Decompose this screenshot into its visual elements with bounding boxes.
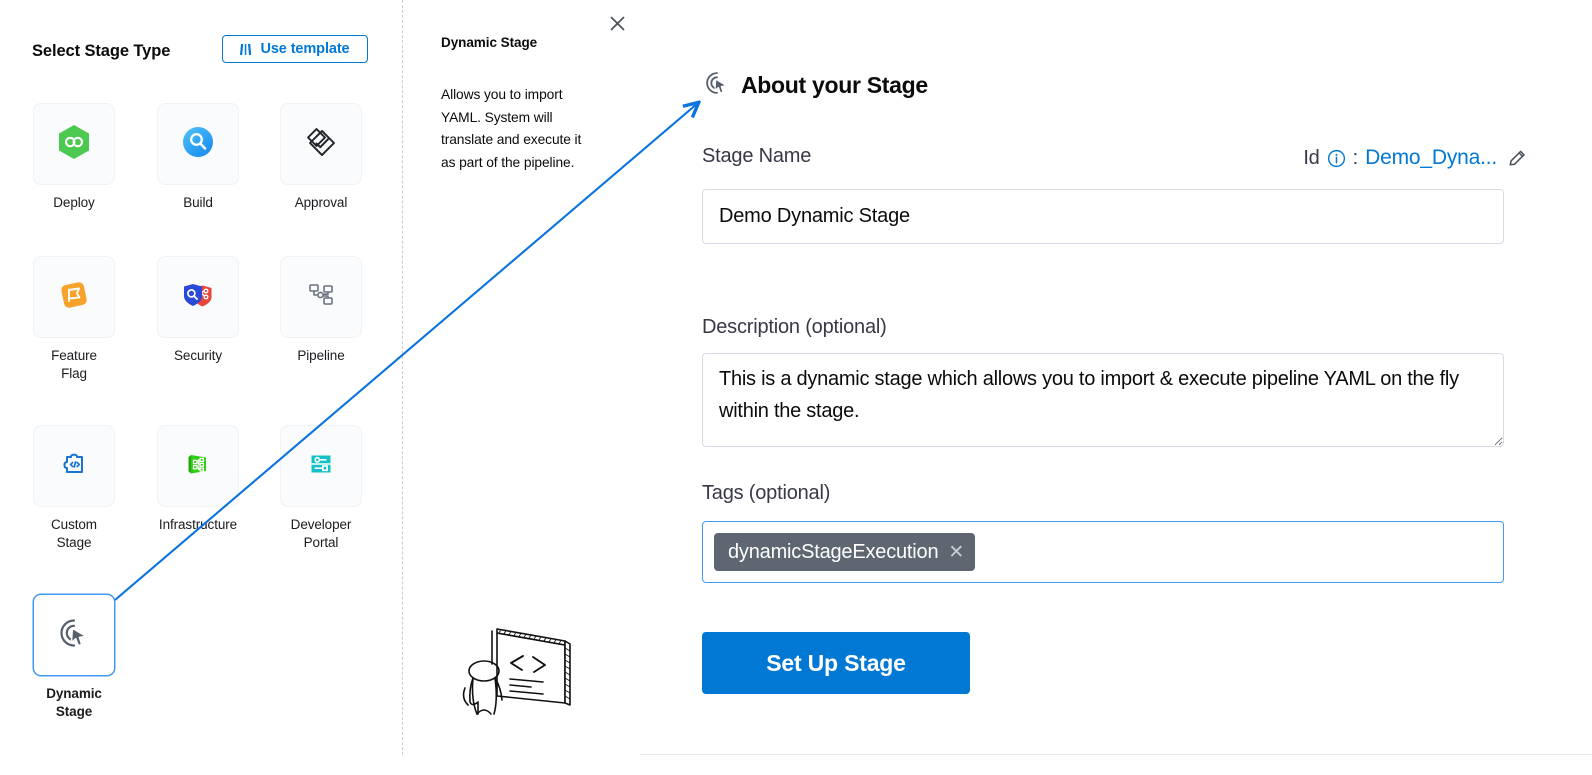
tags-label: Tags (optional) — [702, 482, 831, 504]
stage-card-build[interactable] — [157, 103, 239, 185]
stage-tile-deploy[interactable]: Deploy — [33, 103, 115, 212]
stage-label-security: Security — [174, 348, 222, 363]
stage-label-infrastructure: Infrastructure — [158, 517, 238, 532]
dynamic-stage-cursor-icon — [55, 614, 93, 657]
page-title: Select Stage Type — [32, 42, 171, 60]
stage-label-custom-stage: Custom Stage — [51, 517, 97, 550]
stage-tile-build[interactable]: Build — [157, 103, 239, 212]
build-magnifier-circle-icon — [181, 125, 215, 164]
stage-card-custom-stage[interactable] — [33, 425, 115, 507]
feature-flag-icon — [57, 278, 91, 317]
use-template-label: Use template — [260, 41, 350, 57]
info-circle-icon[interactable] — [1327, 149, 1346, 168]
stage-card-dynamic-stage[interactable] — [33, 594, 115, 676]
developer-portal-icon — [305, 448, 337, 485]
tag-remove-icon[interactable]: ✕ — [948, 541, 965, 563]
deploy-hexagon-infinity-icon — [57, 124, 91, 165]
stage-label-approval: Approval — [294, 195, 348, 210]
stage-card-pipeline[interactable] — [280, 256, 362, 338]
stage-card-deploy[interactable] — [33, 103, 115, 185]
approval-diamond-check-icon — [304, 125, 338, 164]
id-separator: : — [1352, 146, 1359, 169]
stage-info-panel: Dynamic Stage Allows you to import YAML.… — [403, 0, 640, 775]
stage-tile-security[interactable]: Security — [157, 256, 239, 365]
id-label: Id — [1303, 146, 1320, 169]
stage-label-pipeline: Pipeline — [297, 348, 345, 363]
tags-input[interactable]: dynamicStageExecution ✕ — [702, 521, 1504, 583]
id-value[interactable]: Demo_Dyna... — [1365, 146, 1497, 169]
stage-name-input[interactable] — [702, 189, 1504, 244]
stage-label-build: Build — [183, 195, 213, 210]
stage-card-developer-portal[interactable] — [280, 425, 362, 507]
stage-tile-feature-flag[interactable]: Feature Flag — [33, 256, 115, 383]
stage-id-row: Id : Demo_Dyna... — [1180, 145, 1530, 171]
custom-stage-puzzle-code-icon — [58, 448, 90, 485]
stage-tile-developer-portal[interactable]: Developer Portal — [280, 425, 362, 552]
stage-tile-dynamic-stage[interactable]: Dynamic Stage — [33, 594, 115, 721]
template-bars-icon — [240, 43, 255, 56]
stage-info-title: Dynamic Stage — [441, 35, 538, 50]
pencil-edit-icon[interactable] — [1504, 145, 1530, 171]
stage-name-label: Stage Name — [702, 145, 812, 167]
security-shields-icon — [180, 278, 216, 317]
stage-tile-custom-stage[interactable]: Custom Stage — [33, 425, 115, 552]
left-panel-header: Select Stage Type Use template — [32, 35, 372, 64]
pipeline-nodes-icon — [304, 278, 338, 317]
stage-label-dynamic-stage: Dynamic Stage — [46, 686, 102, 719]
use-template-button[interactable]: Use template — [222, 35, 368, 63]
stage-tile-infrastructure[interactable]: Infrastructure — [157, 425, 239, 534]
about-header: About your Stage — [702, 68, 928, 103]
stage-tile-pipeline[interactable]: Pipeline — [280, 256, 362, 365]
about-your-stage-form: About your Stage Stage Name Id : Demo_Dy… — [640, 0, 1592, 775]
select-stage-type-panel: Select Stage Type Use template — [0, 0, 403, 775]
person-presenting-code-board-illustration — [451, 610, 591, 720]
about-title: About your Stage — [741, 72, 928, 98]
stage-label-deploy: Deploy — [53, 195, 95, 210]
stage-card-infrastructure[interactable] — [157, 425, 239, 507]
tag-chip-label: dynamicStageExecution — [728, 540, 939, 563]
set-up-stage-button[interactable]: Set Up Stage — [702, 632, 970, 694]
description-textarea[interactable]: This is a dynamic stage which allows you… — [702, 353, 1504, 447]
stage-tile-approval[interactable]: Approval — [280, 103, 362, 212]
stage-label-developer-portal: Developer Portal — [290, 517, 352, 550]
close-icon — [609, 15, 626, 37]
stage-info-description: Allows you to import YAML. System will t… — [441, 87, 582, 170]
stage-label-feature-flag: Feature Flag — [51, 348, 97, 381]
stage-card-security[interactable] — [157, 256, 239, 338]
description-label: Description (optional) — [702, 316, 887, 338]
bottom-divider — [640, 754, 1592, 755]
tag-chip: dynamicStageExecution ✕ — [714, 533, 976, 571]
stage-card-feature-flag[interactable] — [33, 256, 115, 338]
about-your-stage-icon — [702, 68, 732, 103]
stage-card-approval[interactable] — [280, 103, 362, 185]
infrastructure-nodes-icon — [182, 448, 214, 485]
close-button[interactable] — [605, 14, 629, 38]
